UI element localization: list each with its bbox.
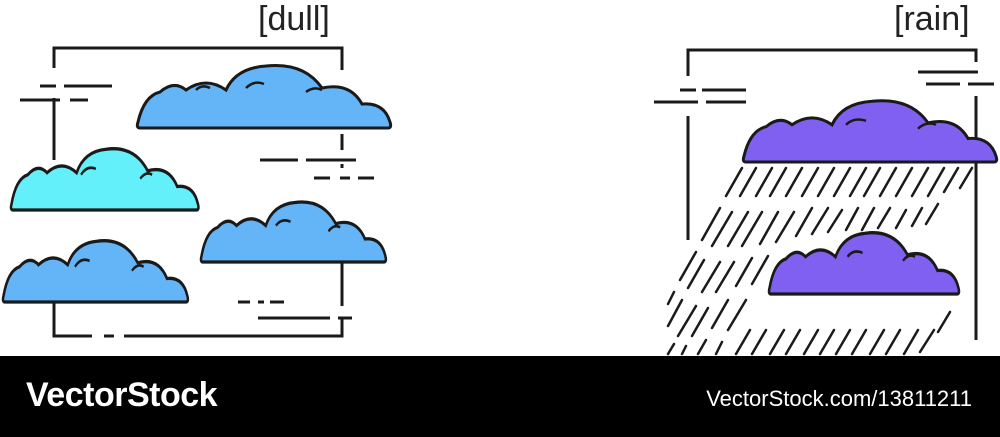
rain-cloud-icon (741, 99, 999, 164)
rain-panel (654, 48, 994, 340)
dull-panel (20, 46, 374, 338)
dull-frame (52, 46, 344, 338)
credit-text: VectorStock.com/13811211 (706, 386, 972, 411)
rain-streaks (666, 166, 974, 356)
rain-cloud-icon (767, 231, 961, 296)
footer-bar: VectorStock VectorStock.com/13811211 (0, 356, 1000, 437)
cloud-icon (1, 239, 190, 304)
rain-wind-lines (654, 70, 994, 104)
rain-frame (686, 48, 978, 340)
dull-label: [dull] (258, 0, 330, 38)
cloud-icon (199, 200, 388, 264)
brand-logo: VectorStock (26, 376, 218, 414)
cloud-icon (135, 63, 393, 130)
cloud-icon (9, 147, 201, 212)
dull-wind-lines (20, 84, 374, 320)
rain-label: [rain] (894, 0, 970, 38)
